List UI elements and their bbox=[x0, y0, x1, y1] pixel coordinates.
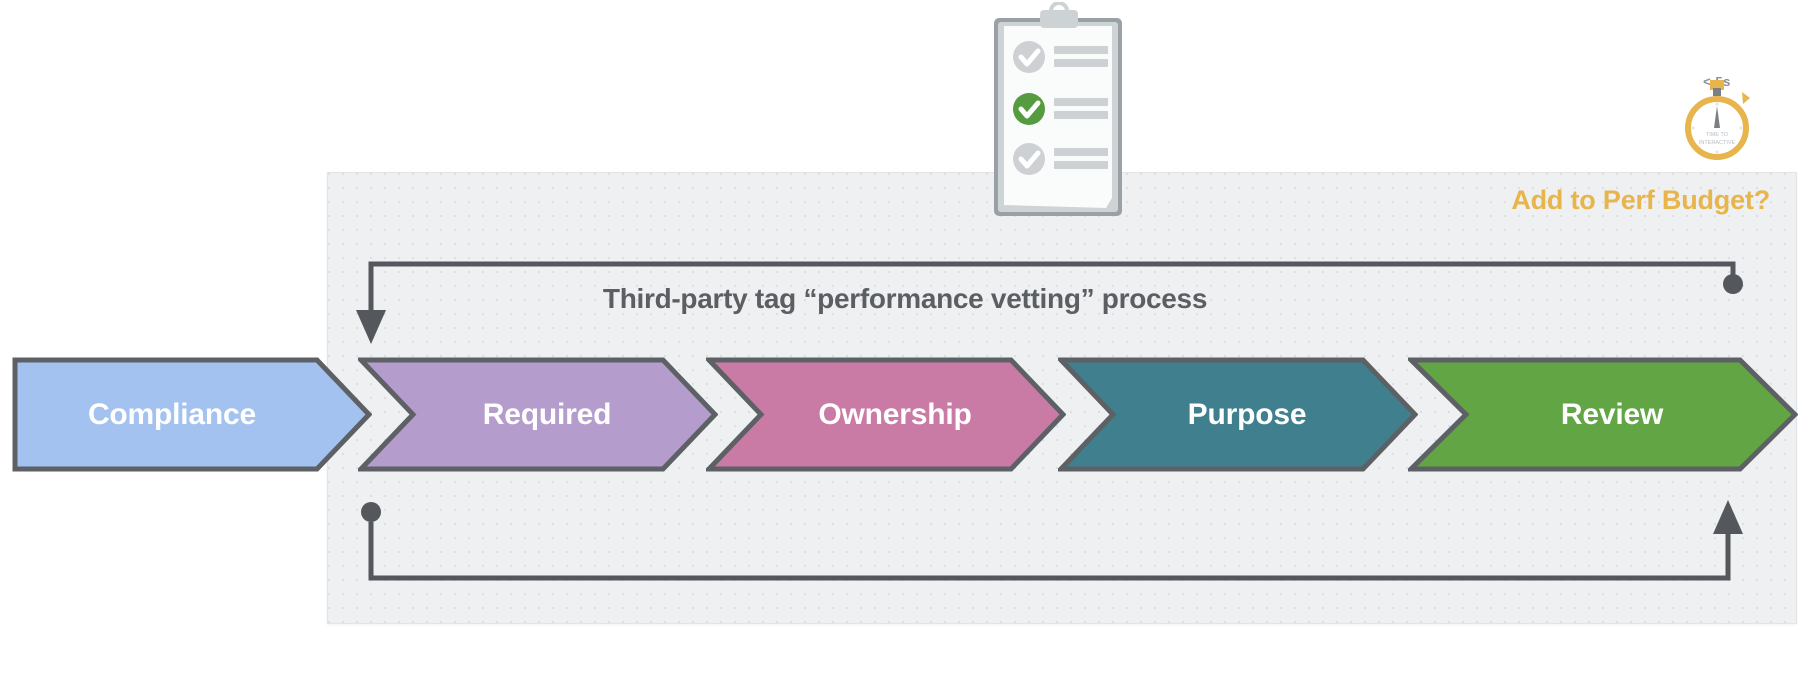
chevron-shape-purpose bbox=[1058, 357, 1418, 472]
chevron-shape-compliance bbox=[12, 357, 372, 472]
stage-label-required: Required bbox=[482, 397, 612, 431]
stage-label-review: Review bbox=[1560, 397, 1664, 431]
chevron-shape-required bbox=[358, 357, 718, 472]
stopwatch-face-line-2: INTERACTIVE bbox=[1699, 140, 1736, 146]
stage-label-purpose: Purpose bbox=[1187, 397, 1307, 431]
perf-budget-label: Add to Perf Budget? bbox=[1511, 185, 1770, 215]
time-to-interactive-stopwatch-icon: TIME TO INTERACTIVE bbox=[1685, 80, 1750, 160]
stopwatch-face-line-1: TIME TO bbox=[1706, 132, 1729, 138]
stage-chevron-ownership[interactable]: Ownership bbox=[706, 357, 1066, 472]
stage-label-compliance: Compliance bbox=[87, 397, 257, 431]
stage-chevron-required[interactable]: Required bbox=[358, 357, 718, 472]
stage-chevron-compliance[interactable]: Compliance bbox=[12, 357, 372, 472]
stage-label-ownership: Ownership bbox=[818, 397, 972, 431]
process-title: Third-party tag “performance vetting” pr… bbox=[602, 283, 1208, 314]
stage-chevron-review[interactable]: Review bbox=[1408, 357, 1798, 472]
stage-chevron-purpose[interactable]: Purpose bbox=[1058, 357, 1418, 472]
process-stage-strip: Compliance Required Ownership Purpose Re… bbox=[0, 357, 1810, 472]
chevron-shape-ownership bbox=[706, 357, 1066, 472]
checklist-clipboard-icon bbox=[994, 2, 1122, 216]
chevron-shape-review bbox=[1408, 357, 1798, 472]
